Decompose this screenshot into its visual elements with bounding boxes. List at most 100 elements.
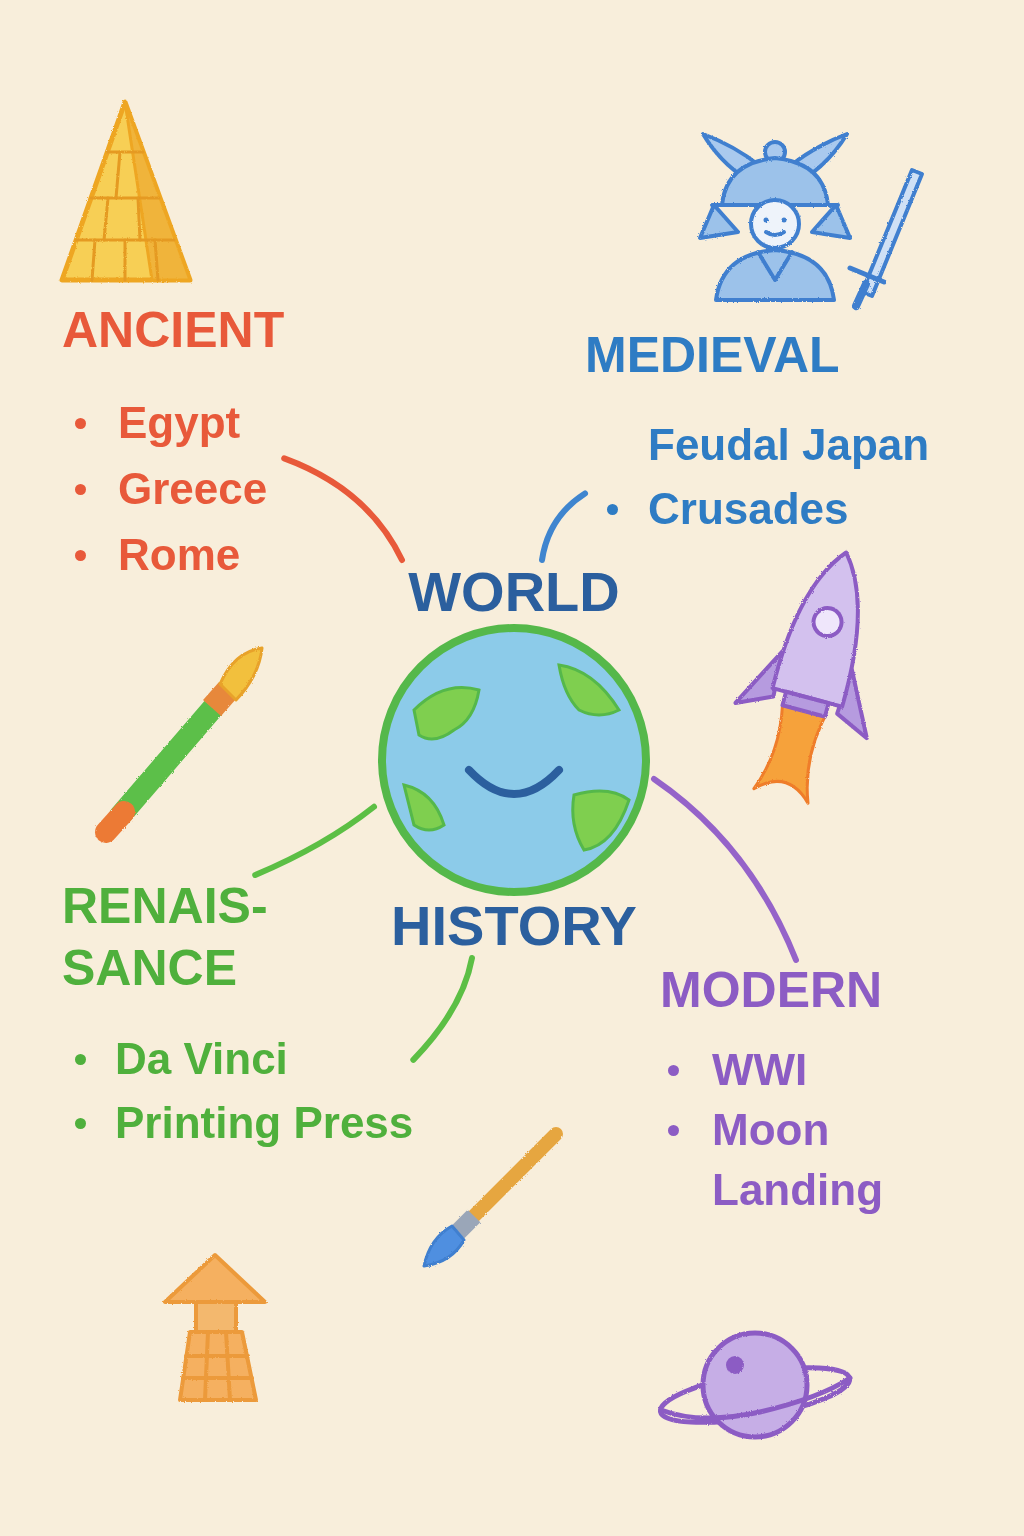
pyramid-icon-part	[91, 197, 159, 200]
branch-line	[542, 493, 585, 560]
pyramid-icon-part	[116, 152, 120, 198]
bullet-dot	[75, 1054, 86, 1065]
globe-node: WORLD HISTORY	[374, 560, 654, 958]
topic-row: Moon Landing	[660, 1100, 932, 1220]
bullet-dot	[75, 484, 86, 495]
figure-icon-part	[226, 1332, 230, 1400]
topic-node: MODERN WWIMoon Landing	[660, 960, 932, 1220]
topic-row: Greece	[62, 456, 284, 522]
paintbrush-icon-part	[220, 648, 262, 700]
paintbrush-icon-part	[472, 1134, 556, 1218]
topic-item: WWI	[712, 1040, 807, 1100]
topic-item: Feudal Japan	[648, 413, 929, 477]
samurai-icon-part	[812, 205, 850, 238]
center-title: HISTORY	[374, 894, 654, 958]
pyramid-icon-part	[104, 198, 108, 240]
illustrations-part	[62, 102, 922, 1437]
branch-line	[413, 958, 472, 1060]
branch-line	[654, 779, 796, 960]
paintbrush-icon-part	[120, 708, 213, 816]
rocket-icon	[715, 535, 912, 814]
era-heading: MEDIEVAL	[585, 325, 929, 385]
pyramid-icon-part	[107, 151, 143, 154]
figure-icon-part	[205, 1332, 208, 1400]
globe-ocean	[382, 628, 646, 892]
globe-land	[559, 665, 619, 715]
era-heading: ANCIENT	[62, 300, 284, 360]
rocket-icon-part	[754, 704, 831, 803]
paintbrush-icon	[424, 1134, 556, 1266]
pyramid-icon-part	[138, 198, 140, 240]
planet-icon	[657, 1333, 854, 1437]
figure-icon	[165, 1255, 265, 1400]
topic-item: Greece	[118, 456, 267, 522]
topic-row: Crusades	[585, 477, 929, 541]
bullet-dot	[75, 1118, 86, 1129]
globe-land	[573, 791, 629, 850]
bullet-dot	[75, 418, 86, 429]
topic-item: Da Vinci	[115, 1027, 288, 1091]
topic-item: Rome	[118, 522, 240, 588]
samurai-icon-part	[758, 252, 792, 280]
paintbrush-icon-part	[106, 812, 124, 832]
topic-item: Egypt	[118, 390, 240, 456]
planet-icon-part	[661, 1378, 850, 1418]
topic-row: Da Vinci	[62, 1027, 413, 1091]
samurai-icon-part	[700, 205, 738, 238]
topic-node: RENAIS- SANCE Da VinciPrinting Press	[62, 875, 413, 1155]
rocket-icon-part	[810, 605, 844, 639]
planet-icon-part	[703, 1333, 807, 1437]
bullet-dot	[668, 1125, 679, 1136]
globe-land	[414, 688, 479, 740]
topic-node: MEDIEVAL Feudal JapanCrusades	[585, 325, 929, 541]
paintbrush-icon-part	[424, 1226, 464, 1266]
branch-line	[284, 458, 402, 560]
bullet-dot	[668, 1065, 679, 1076]
figure-icon-part	[165, 1255, 265, 1302]
topic-row: Egypt	[62, 390, 284, 456]
topic-row: Rome	[62, 522, 284, 588]
samurai-icon-part	[782, 218, 787, 223]
rocket-icon-part	[782, 692, 828, 717]
figure-icon-part	[186, 1354, 248, 1358]
paintbrush-icon-part	[212, 690, 228, 708]
figure-icon-part	[183, 1376, 252, 1380]
figure-icon-part	[180, 1332, 256, 1400]
pyramid-icon-part	[124, 240, 127, 280]
bullet-dot	[607, 504, 618, 515]
bullet-dot	[75, 550, 86, 561]
pyramid-icon-part	[92, 240, 95, 280]
center-title: WORLD	[374, 560, 654, 624]
samurai-icon-part	[764, 218, 769, 223]
samurai-icon-part	[722, 158, 828, 205]
globe-smile	[469, 770, 559, 794]
topic-item: Crusades	[648, 477, 849, 541]
pyramid-icon-part	[62, 102, 190, 280]
pyramid-icon-part	[155, 240, 158, 280]
era-heading: MODERN	[660, 960, 932, 1020]
samurai-icon-part	[850, 268, 884, 282]
globe-land	[404, 785, 444, 830]
paintbrush-icon-part	[458, 1216, 474, 1232]
topic-item: Printing Press	[115, 1091, 413, 1155]
rocket-icon-part	[772, 543, 881, 707]
pyramid-icon	[62, 102, 190, 280]
samurai-icon-part	[856, 284, 866, 306]
pyramid-icon-part	[125, 102, 190, 280]
era-heading: RENAIS- SANCE	[62, 875, 302, 999]
topic-item: Moon Landing	[712, 1100, 932, 1220]
globe-icon	[374, 620, 654, 900]
samurai-icon-part	[766, 232, 784, 235]
paintbrush-icon	[106, 648, 262, 832]
topic-node: ANCIENT EgyptGreeceRome	[62, 300, 284, 588]
topic-row: Printing Press	[62, 1091, 413, 1155]
planet-icon-part	[726, 1356, 744, 1374]
figure-icon-part	[196, 1302, 236, 1332]
topic-row: Feudal Japan	[585, 413, 929, 477]
samurai-icon-part	[751, 200, 799, 248]
samurai-icon-part	[716, 250, 834, 300]
topic-row: WWI	[660, 1040, 932, 1100]
branch-line	[255, 807, 374, 875]
samurai-icon	[700, 134, 922, 306]
